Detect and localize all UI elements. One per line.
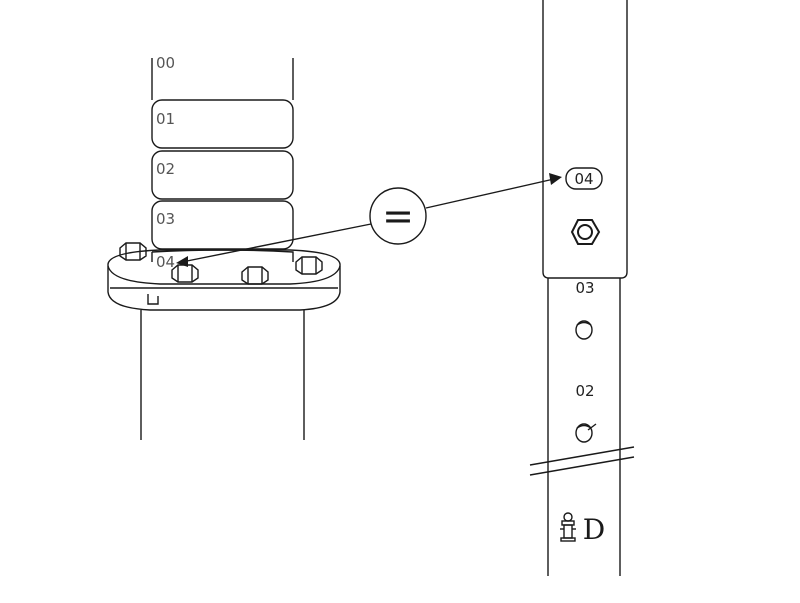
arrowhead-left-icon bbox=[176, 256, 188, 267]
index-hole-icon bbox=[575, 423, 597, 443]
brand-letter: D bbox=[583, 513, 605, 546]
index-hole-icon bbox=[575, 320, 593, 340]
column-segment-01 bbox=[151, 99, 294, 149]
segment-label-01: 01 bbox=[156, 110, 175, 128]
bolt-icon bbox=[241, 266, 269, 285]
bolt-icon bbox=[119, 242, 147, 261]
column-segment-02 bbox=[151, 150, 294, 200]
segment-label-00: 00 bbox=[156, 54, 175, 72]
hex-nut-icon bbox=[570, 219, 601, 245]
outer-sleeve bbox=[542, 0, 628, 279]
arrow-to-left-label bbox=[181, 223, 372, 263]
segment-label-03: 03 bbox=[156, 210, 175, 228]
lower-label-02: 02 bbox=[575, 382, 594, 400]
left-column-assembly bbox=[107, 58, 341, 440]
base-flange bbox=[107, 249, 341, 311]
equals-circle bbox=[369, 187, 427, 245]
marker-label: 04 bbox=[574, 170, 593, 188]
right-column-assembly bbox=[529, 0, 635, 576]
equals-callout bbox=[181, 178, 555, 263]
bolt-icon bbox=[295, 256, 323, 275]
lower-label-03: 03 bbox=[575, 279, 594, 297]
equals-symbol: = bbox=[382, 194, 414, 238]
break-mark bbox=[529, 446, 635, 476]
arrow-to-right-label bbox=[425, 178, 555, 209]
column-segment-03 bbox=[151, 200, 294, 250]
segment-label-02: 02 bbox=[156, 160, 175, 178]
arrowhead-right-icon bbox=[549, 173, 562, 185]
segment-label-04: 04 bbox=[156, 253, 175, 271]
hydrant-icon bbox=[560, 512, 576, 542]
marker-badge bbox=[565, 167, 603, 190]
flange-bolts bbox=[119, 242, 323, 285]
bolt-icon bbox=[171, 264, 199, 283]
